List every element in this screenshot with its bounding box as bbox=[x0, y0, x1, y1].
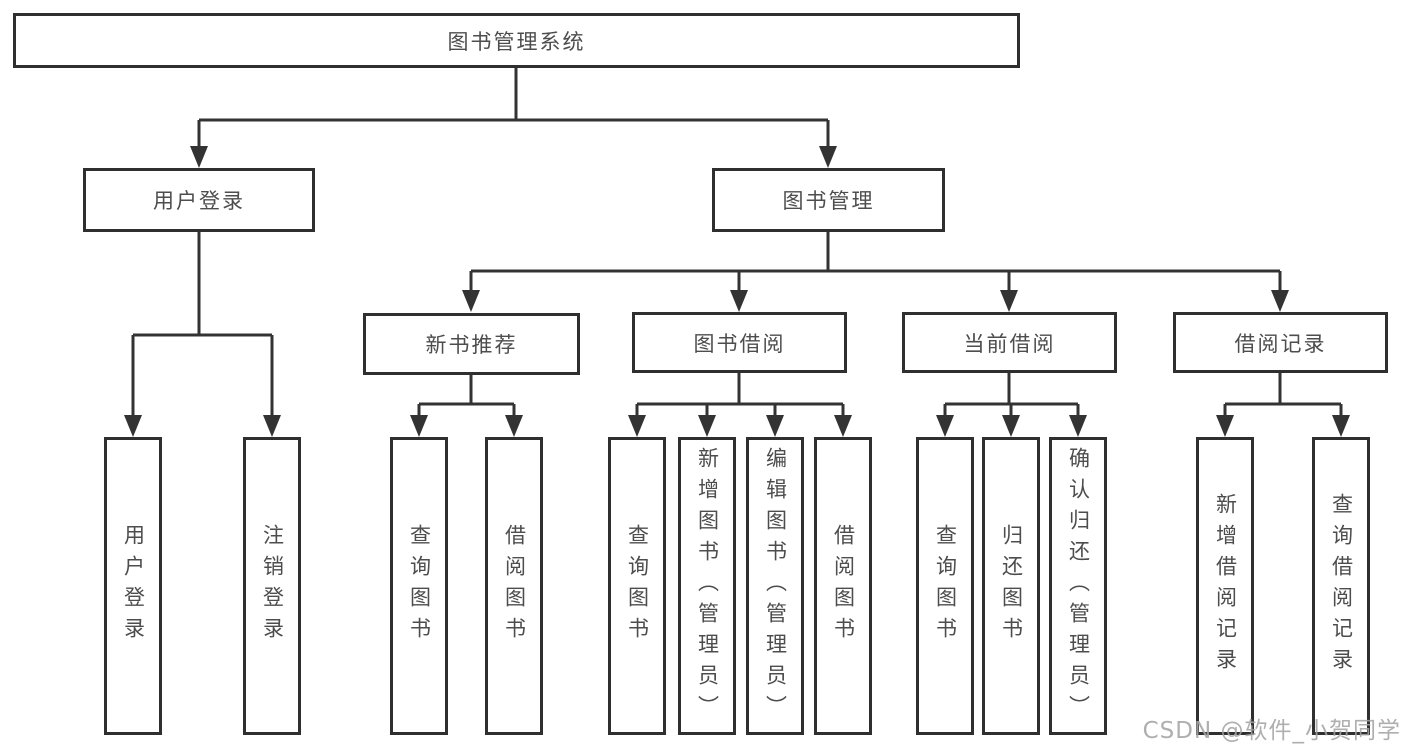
node-borrow-record-label: 借阅记录 bbox=[1234, 331, 1327, 356]
leaf-query-borrow-record: 查询借阅记录 bbox=[1312, 437, 1370, 735]
leaf-query-borrow-record-label: 查询借阅记录 bbox=[1329, 493, 1354, 679]
leaf-logout-label: 注销登录 bbox=[260, 524, 285, 648]
node-root: 图书管理系统 bbox=[13, 13, 1020, 68]
leaf-return-book: 归还图书 bbox=[982, 437, 1040, 735]
leaf-add-book-admin-label: 新增图书（管理员） bbox=[695, 446, 720, 726]
leaf-edit-book-admin-label: 编辑图书（管理员） bbox=[763, 446, 788, 726]
node-user-login-label: 用户登录 bbox=[153, 189, 245, 213]
leaf-recommend-borrow-book: 借阅图书 bbox=[485, 437, 543, 735]
leaf-user-login-label: 用户登录 bbox=[121, 524, 146, 648]
node-current-borrow-label: 当前借阅 bbox=[963, 331, 1056, 356]
leaf-recommend-query-book-label: 查询图书 bbox=[407, 524, 432, 648]
edge-book-borrow-children bbox=[628, 373, 852, 437]
leaf-recommend-borrow-book-label: 借阅图书 bbox=[502, 524, 527, 648]
leaf-edit-book-admin: 编辑图书（管理员） bbox=[746, 437, 804, 735]
edge-borrow-record-children bbox=[1216, 373, 1350, 437]
leaf-user-login: 用户登录 bbox=[104, 437, 162, 735]
node-book-management: 图书管理 bbox=[712, 168, 945, 232]
node-current-borrow: 当前借阅 bbox=[902, 312, 1117, 373]
leaf-logout: 注销登录 bbox=[243, 437, 301, 735]
leaf-recommend-query-book: 查询图书 bbox=[390, 437, 448, 735]
leaf-add-borrow-record-label: 新增借阅记录 bbox=[1213, 493, 1238, 679]
edge-user-login-children bbox=[124, 232, 281, 437]
edge-root-to-level2 bbox=[190, 68, 837, 168]
edge-book-management-children bbox=[462, 232, 1289, 312]
leaf-return-book-label: 归还图书 bbox=[999, 524, 1024, 648]
node-borrow-record: 借阅记录 bbox=[1173, 312, 1388, 373]
leaf-add-book-admin: 新增图书（管理员） bbox=[678, 437, 736, 735]
edge-current-borrow-children bbox=[936, 373, 1087, 437]
leaf-borrow-book-label: 借阅图书 bbox=[831, 524, 856, 648]
leaf-borrow-query-book-label: 查询图书 bbox=[625, 524, 650, 648]
leaf-current-query-book-label: 查询图书 bbox=[933, 524, 958, 648]
edge-new-book-children bbox=[410, 375, 523, 437]
node-new-book-recommend-label: 新书推荐 bbox=[425, 333, 518, 357]
node-book-borrow: 图书借阅 bbox=[632, 312, 847, 373]
node-book-borrow-label: 图书借阅 bbox=[693, 331, 786, 356]
node-root-label: 图书管理系统 bbox=[447, 29, 586, 54]
node-book-management-label: 图书管理 bbox=[782, 189, 875, 213]
leaf-add-borrow-record: 新增借阅记录 bbox=[1196, 437, 1254, 735]
csdn-watermark: CSDN @软件_小贺同学 bbox=[1142, 718, 1401, 744]
node-user-login: 用户登录 bbox=[83, 168, 315, 232]
leaf-borrow-book: 借阅图书 bbox=[814, 437, 872, 735]
node-new-book-recommend: 新书推荐 bbox=[363, 313, 580, 375]
leaf-confirm-return-admin-label: 确认归还（管理员） bbox=[1066, 446, 1091, 726]
leaf-current-query-book: 查询图书 bbox=[916, 437, 974, 735]
leaf-confirm-return-admin: 确认归还（管理员） bbox=[1049, 437, 1107, 735]
leaf-borrow-query-book: 查询图书 bbox=[608, 437, 666, 735]
